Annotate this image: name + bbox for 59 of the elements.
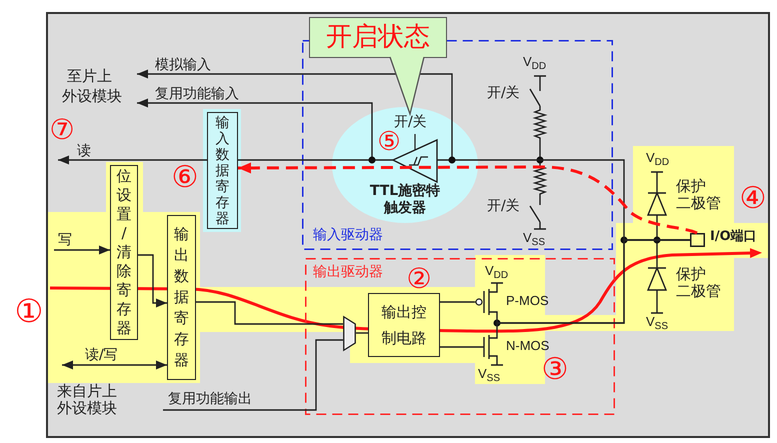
wire	[356, 332, 368, 334]
frame-label: 输入驱动器	[313, 227, 383, 244]
wire	[238, 159, 332, 161]
switch-label: 开/关	[394, 114, 428, 130]
wire	[196, 301, 343, 325]
transistor-symbol	[474, 280, 504, 318]
edge-label: 读	[77, 143, 91, 160]
trigger-label: TTL施密特触发器	[368, 183, 442, 217]
diode-label: 保护二极管	[676, 178, 722, 212]
register-label: 输入数据寄存器	[214, 114, 230, 226]
arrow	[58, 156, 207, 164]
supply-label: V$_{SS}$	[646, 315, 668, 330]
register-box	[167, 215, 196, 380]
callout-number: ⑤	[377, 129, 401, 155]
callout-number: ③	[542, 355, 568, 385]
switch-label: 开/关	[487, 85, 520, 102]
callout-number: ⑥	[172, 163, 198, 193]
register-box	[110, 165, 138, 340]
wire	[440, 301, 474, 303]
callout-number: ①	[14, 295, 44, 327]
edge-label: 写	[58, 232, 72, 248]
wire	[440, 346, 474, 348]
transistor-symbol	[474, 330, 504, 368]
frame-label: 输出驱动器	[313, 264, 383, 280]
supply-label: V$_{DD}$	[646, 151, 670, 166]
transistor-label: P-MOS	[506, 294, 549, 309]
register-box	[207, 112, 238, 229]
dashed-frame	[305, 258, 615, 415]
module-label: 来自片上外设模块	[57, 383, 118, 417]
supply-label: V$_{SS}$	[523, 231, 546, 246]
pad-symbol	[690, 233, 705, 247]
module-label: 至片上外设模块	[62, 66, 137, 106]
edge-label: 复用功能输出	[168, 391, 252, 408]
callout-number: ②	[406, 265, 432, 293]
arrow	[138, 254, 167, 308]
supply-label: V$_{SS}$	[478, 367, 500, 382]
arrow	[54, 246, 110, 254]
arrow	[238, 162, 698, 234]
transistor-label: N-MOS	[506, 339, 550, 354]
callout-pointer	[389, 56, 425, 116]
edge-label: 读/写	[85, 347, 118, 364]
edge-label: 模拟输入	[155, 57, 211, 74]
diode-label: 保护二极管	[676, 266, 722, 300]
callout-number: ⑦	[49, 116, 75, 144]
arrow	[137, 98, 373, 108]
edge-label: 复用功能输入	[155, 86, 239, 102]
supply-label: V$_{DD}$	[485, 264, 508, 279]
port-label: I/O端口	[710, 230, 757, 245]
arrow	[62, 360, 167, 370]
wire	[163, 339, 343, 411]
register-label: 位设置/清除寄存器	[116, 167, 132, 338]
circuit-label: 输出控制电路	[381, 302, 427, 349]
callout-label: 开启状态	[325, 21, 431, 54]
register-label: 输出数据寄存器	[173, 224, 190, 371]
switch-label: 开/关	[487, 198, 520, 214]
callout-number: ④	[740, 184, 766, 214]
supply-label: V$_{DD}$	[523, 55, 546, 70]
circuit-box	[368, 293, 440, 357]
arrow	[137, 70, 453, 107]
